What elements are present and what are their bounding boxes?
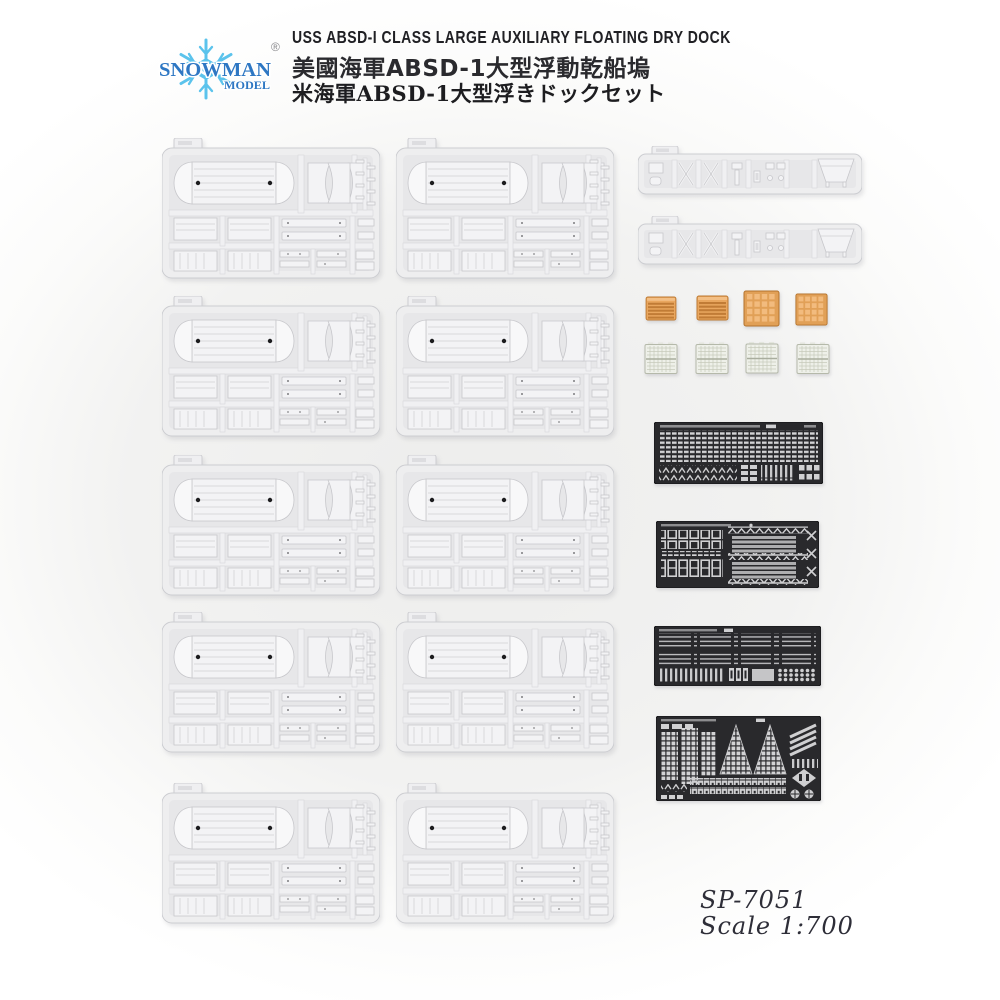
brand-logo <box>158 36 273 102</box>
orange-waffle-part <box>794 293 829 326</box>
orange-slat-part <box>645 296 677 321</box>
white-grating-part <box>695 342 729 376</box>
plastic-sprue-large <box>162 296 380 438</box>
photo-etch-fret-railings <box>654 422 823 484</box>
photo-etch-fret-mesh <box>656 716 821 801</box>
plastic-sprue-large <box>396 296 614 438</box>
product-code: SP-7051 <box>700 886 808 914</box>
plastic-sprue-large <box>396 138 614 280</box>
plastic-sprue-long <box>638 146 862 196</box>
plastic-sprue-large <box>396 783 614 925</box>
plastic-sprue-large <box>162 783 380 925</box>
plastic-sprue-large <box>162 455 380 597</box>
registered-trademark-symbol: ® <box>271 40 280 54</box>
photo-etch-fret-cranes <box>656 521 819 588</box>
plastic-sprue-large <box>396 455 614 597</box>
kit-title-chinese: 美國海軍ABSD-1大型浮動乾船塢 <box>292 56 651 82</box>
snowman-snowflake-logo-icon <box>158 36 273 102</box>
orange-waffle-part <box>743 290 780 327</box>
white-grating-part <box>796 342 830 376</box>
photo-etch-fret-strips <box>654 626 821 686</box>
scale-label: Scale 1:700 <box>700 912 854 940</box>
plastic-sprue-large <box>162 612 380 754</box>
plastic-sprue-large <box>396 612 614 754</box>
plastic-sprue-large <box>162 138 380 280</box>
orange-slat-part <box>696 295 729 321</box>
kit-title-japanese: 米海軍ABSD-1大型浮きドックセット <box>292 81 666 106</box>
white-grating-part <box>644 342 678 376</box>
kit-title-english: USS ABSD-I CLASS LARGE AUXILIARY FLOATIN… <box>292 27 731 47</box>
white-grating-part <box>745 341 779 376</box>
plastic-sprue-long <box>638 216 862 266</box>
